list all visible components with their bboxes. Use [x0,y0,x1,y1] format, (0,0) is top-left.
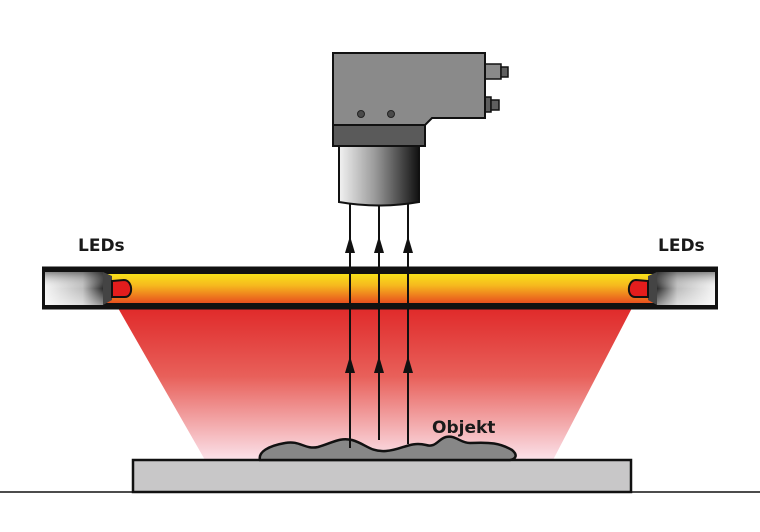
light-cone [118,308,632,460]
base-plate [131,458,633,494]
led-right-icon [627,278,649,298]
camera-connector-top [484,63,502,80]
camera-screw-icon [387,110,395,118]
arrow-up-icon [374,356,384,373]
arrow-up-icon [403,356,413,373]
light-rays [345,204,413,448]
camera-screw-icon [357,110,365,118]
label-leds-left: LEDs [78,236,125,256]
object [258,435,517,462]
camera-band [332,124,426,147]
arrow-up-icon [345,236,355,253]
arrow-up-icon [374,236,384,253]
arrow-up-icon [345,356,355,373]
led-left-icon [111,278,133,298]
arrow-up-icon [403,236,413,253]
label-object: Objekt [432,418,495,438]
camera [332,52,509,207]
label-leds-right: LEDs [658,236,705,256]
camera-lens [338,145,420,207]
